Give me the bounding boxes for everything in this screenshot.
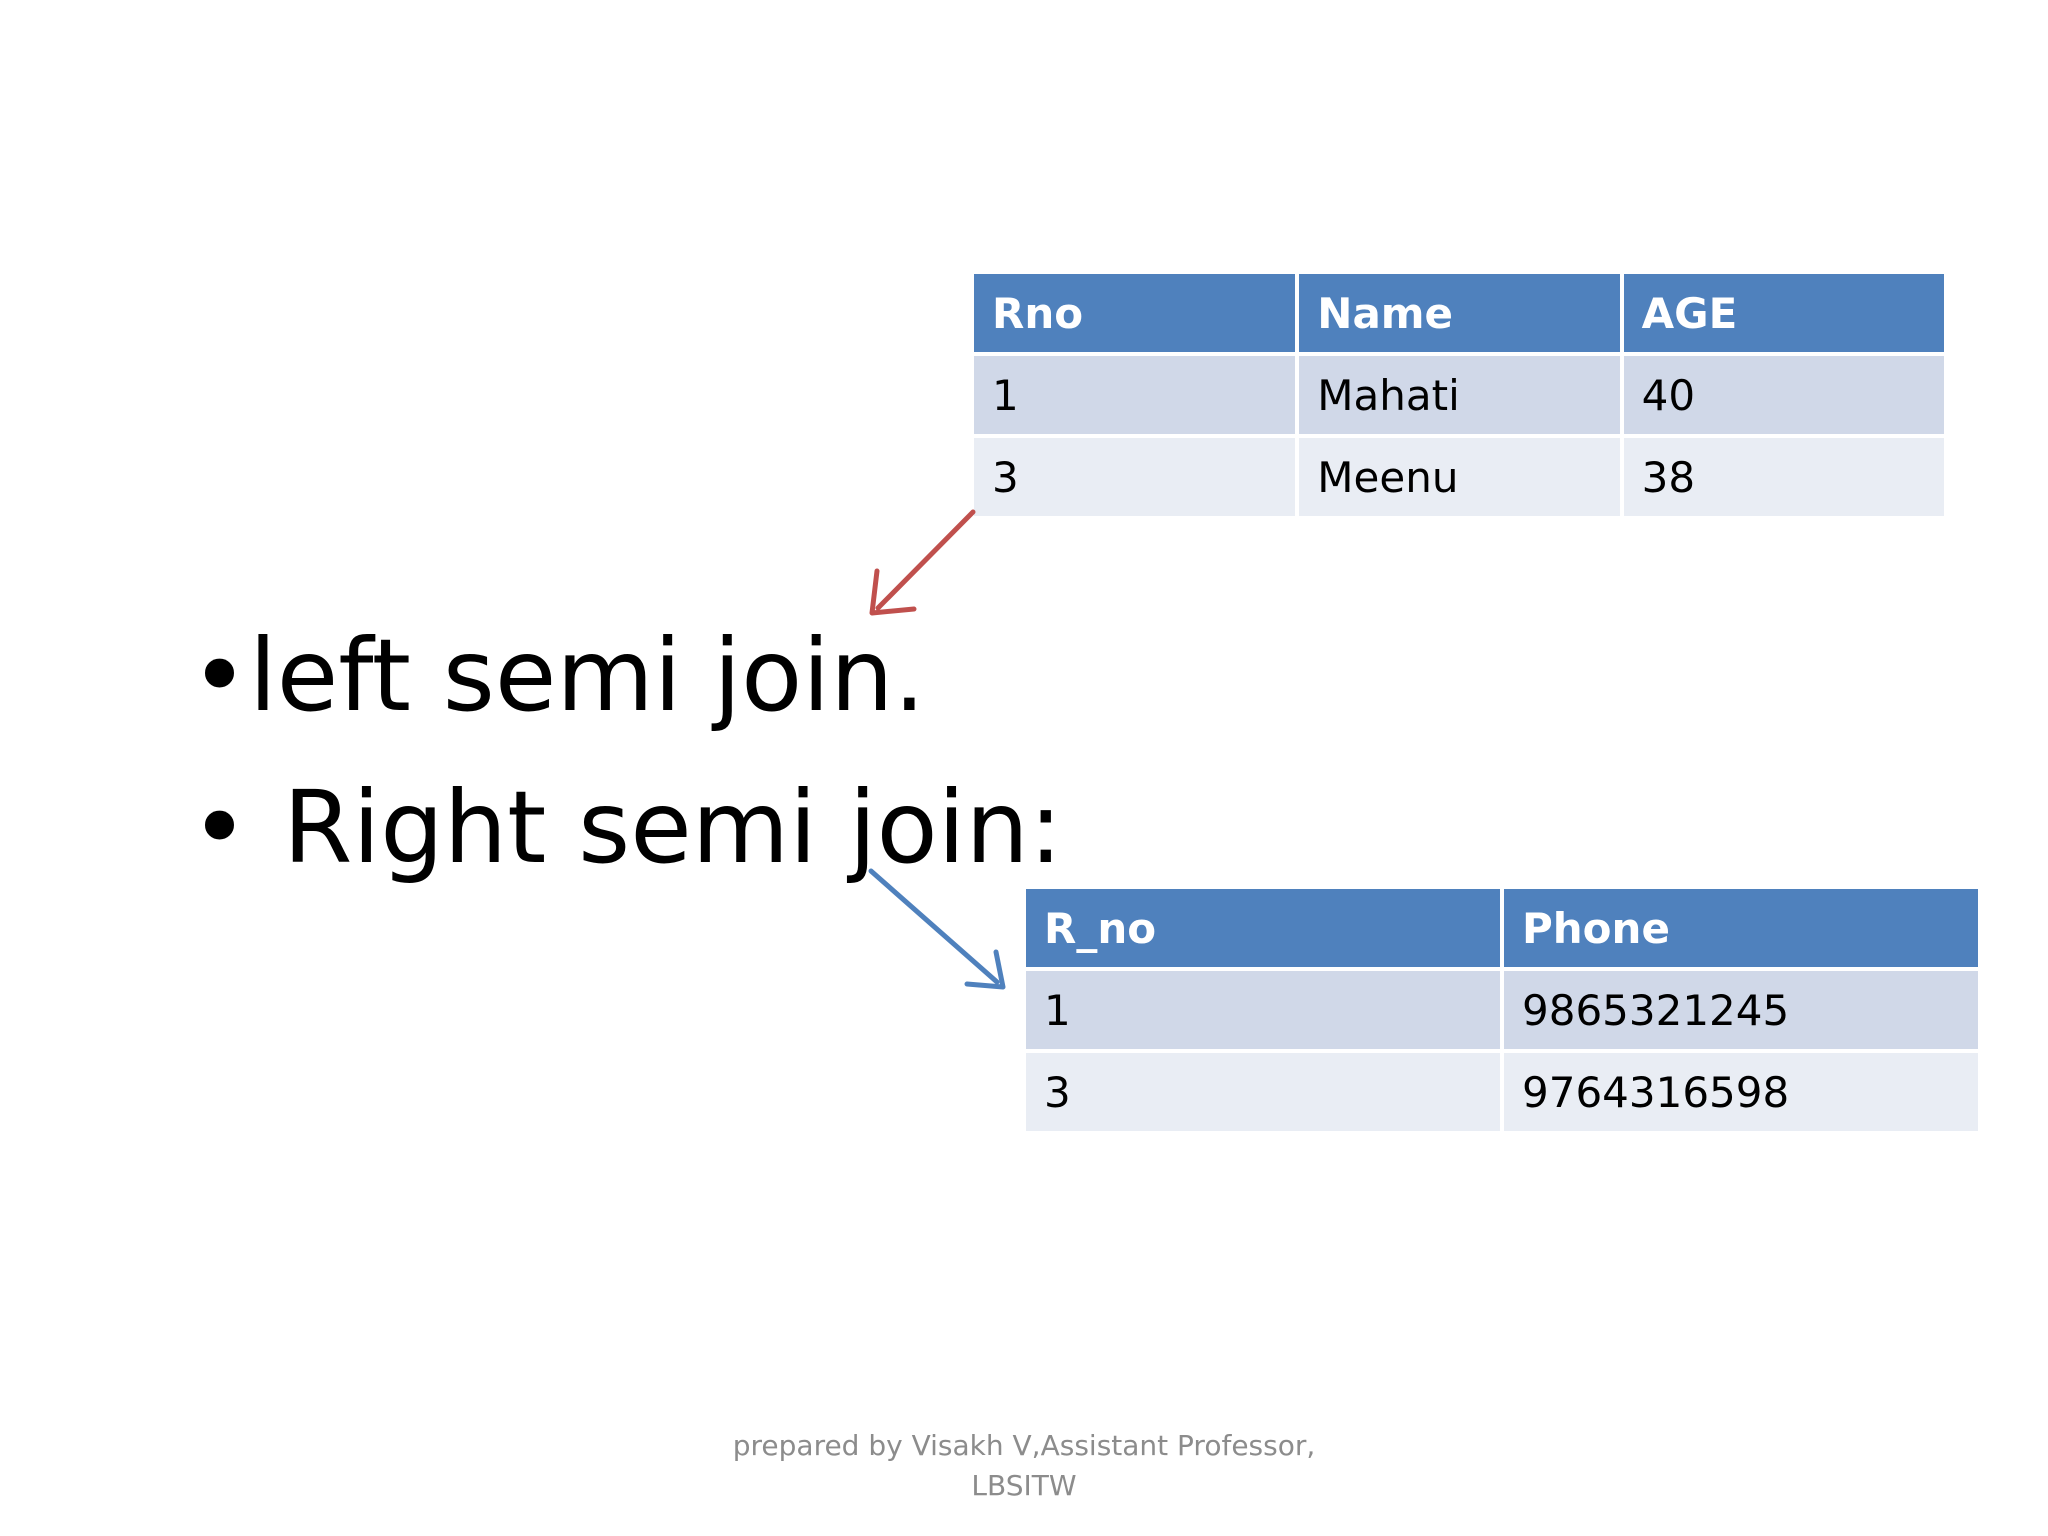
phone-table: R_no Phone 1 9865321245 3 9764316598 bbox=[1022, 885, 1982, 1135]
bullet-text: Right semi join: bbox=[282, 769, 1063, 886]
table-cell: 3 bbox=[1026, 1053, 1500, 1131]
bullet-marker: • bbox=[190, 617, 249, 734]
student-age-table: Rno Name AGE 1 Mahati 40 3 Meenu 38 bbox=[970, 270, 1948, 520]
table-cell: 38 bbox=[1623, 438, 1944, 516]
table-header-row: Rno Name AGE bbox=[974, 274, 1944, 352]
table-cell: 1 bbox=[974, 356, 1296, 434]
table-header-age: AGE bbox=[1623, 274, 1944, 352]
table-cell: 9764316598 bbox=[1504, 1053, 1978, 1131]
table-row: 1 Mahati 40 bbox=[974, 356, 1944, 434]
table-cell: Mahati bbox=[1299, 356, 1620, 434]
table-header-r-no: R_no bbox=[1026, 889, 1500, 967]
footer-line-2: LBSITW bbox=[971, 1469, 1077, 1502]
table-cell: 40 bbox=[1623, 356, 1944, 434]
table-row: 1 9865321245 bbox=[1026, 971, 1978, 1049]
table-header-phone: Phone bbox=[1504, 889, 1978, 967]
bullet-item-left-semi-join: •left semi join. bbox=[190, 600, 1063, 752]
bullet-text: left semi join. bbox=[248, 617, 926, 734]
table-cell: 3 bbox=[974, 438, 1296, 516]
footer-line-1: prepared by Visakh V,Assistant Professor… bbox=[732, 1429, 1316, 1462]
table-header-rno: Rno bbox=[974, 274, 1296, 352]
table-header-name: Name bbox=[1299, 274, 1620, 352]
arrow-down-left-icon bbox=[869, 509, 976, 616]
table-cell: 9865321245 bbox=[1504, 971, 1978, 1049]
bullet-item-right-semi-join: • Right semi join: bbox=[190, 752, 1063, 904]
bullet-list: •left semi join. •Right semi join: bbox=[190, 600, 1063, 904]
table-row: 3 9764316598 bbox=[1026, 1053, 1978, 1131]
table-cell: Meenu bbox=[1299, 438, 1620, 516]
table-cell: 1 bbox=[1026, 971, 1500, 1049]
bullet-marker: • bbox=[190, 769, 249, 886]
footer-credit: prepared by Visakh V,Assistant Professor… bbox=[624, 1426, 1424, 1506]
table-row: 3 Meenu 38 bbox=[974, 438, 1944, 516]
table-header-row: R_no Phone bbox=[1026, 889, 1978, 967]
